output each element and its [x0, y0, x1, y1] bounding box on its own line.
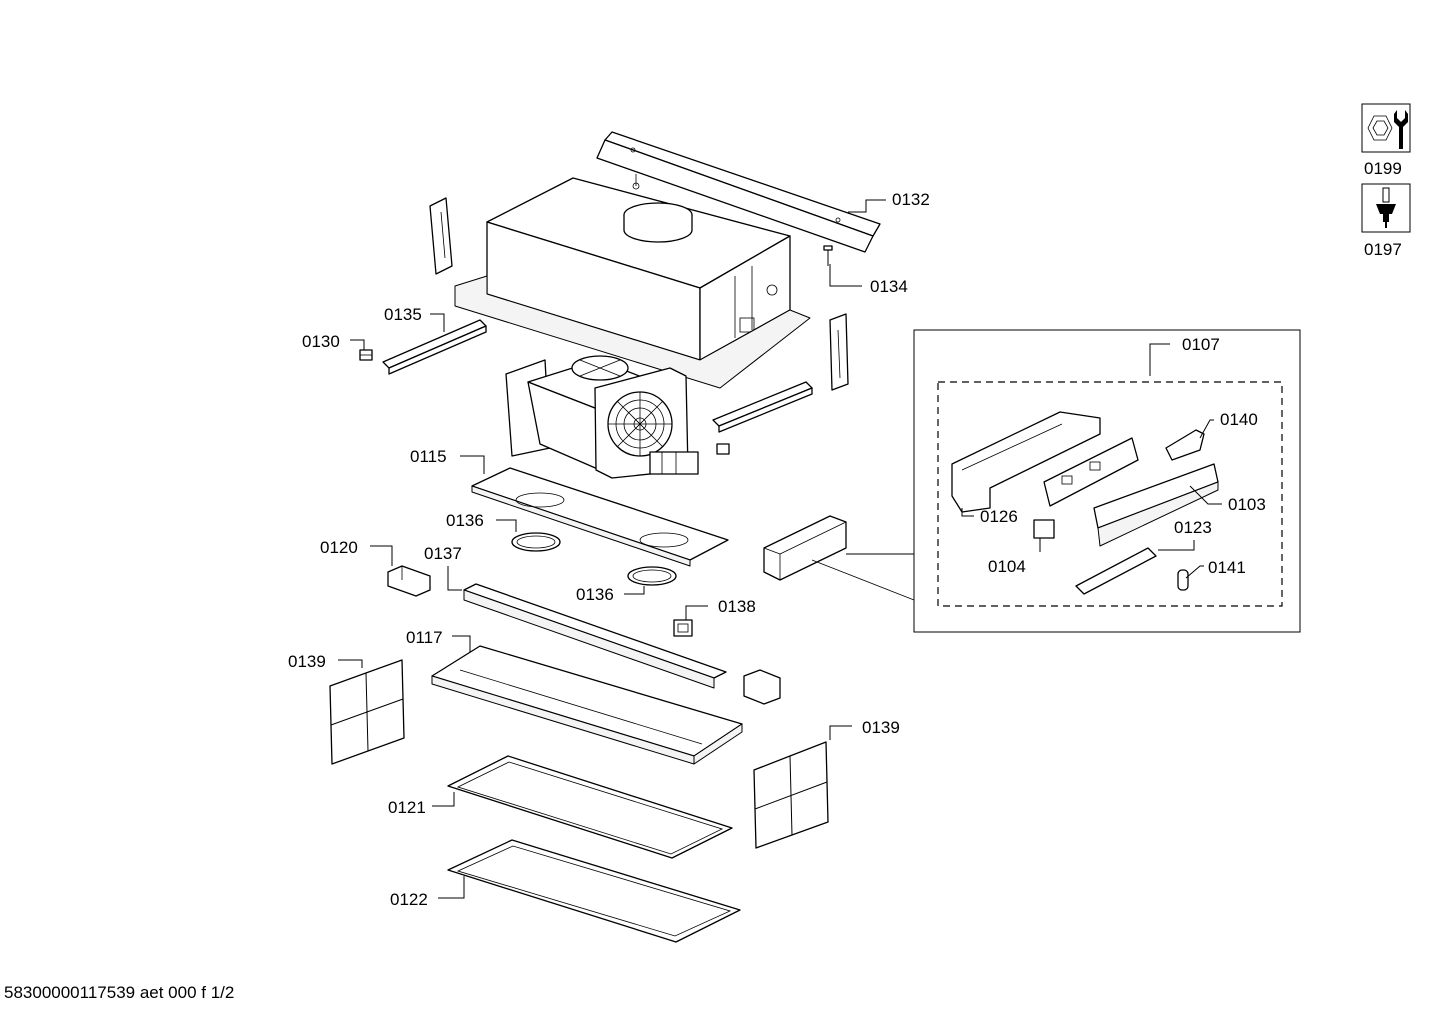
tool-0199: 0199	[1361, 103, 1411, 178]
callout-0117: 0117	[406, 628, 443, 647]
part-0120-clip	[387, 565, 431, 597]
callout-0121: 0121	[388, 798, 426, 817]
detail-box-0107	[811, 329, 1301, 633]
leader-lines	[338, 199, 1222, 899]
part-0115-plate	[471, 467, 729, 567]
callout-0136-b: 0136	[576, 585, 614, 604]
callout-0115: 0115	[410, 447, 447, 466]
callout-0138: 0138	[718, 597, 756, 616]
part-end-cap	[743, 669, 781, 705]
callout-0132: 0132	[892, 190, 930, 209]
callout-0134: 0134	[870, 277, 908, 296]
wrench-nut-icon	[1361, 103, 1411, 153]
part-0107-control-module	[763, 515, 847, 581]
callout-0139-a: 0139	[288, 652, 326, 671]
callout-0136-a: 0136	[446, 511, 484, 530]
callout-0126: 0126	[980, 507, 1018, 526]
tool-0197: 0197	[1361, 183, 1411, 259]
part-0136-gasket-b	[627, 566, 677, 586]
callout-0123: 0123	[1174, 518, 1212, 537]
part-right-bracket	[829, 313, 849, 391]
part-0122-grease-filter	[447, 839, 741, 943]
callout-0107: 0107	[1182, 335, 1220, 354]
callout-0137: 0137	[424, 544, 462, 563]
part-housing	[454, 174, 811, 389]
tool-label-0199: 0199	[1364, 159, 1402, 178]
callout-0103: 0103	[1228, 495, 1266, 514]
part-0121-grease-filter	[447, 755, 733, 859]
callout-0120: 0120	[320, 538, 358, 557]
callout-0122: 0122	[390, 890, 428, 909]
part-0117-panel	[431, 645, 743, 765]
part-0137-bar	[463, 583, 727, 689]
part-0135-rail	[382, 319, 487, 375]
callout-0140: 0140	[1220, 410, 1258, 429]
part-0130-clip	[359, 349, 373, 361]
part-0136-gasket-a	[511, 532, 561, 552]
part-0134-screw	[823, 245, 833, 266]
part-0138-switch	[673, 619, 693, 637]
screwdriver-icon	[1361, 183, 1411, 233]
part-left-bracket	[429, 197, 453, 275]
callout-0141: 0141	[1208, 558, 1246, 577]
part-0139-filter-right	[753, 741, 829, 849]
part-0132-rear-rail	[596, 131, 881, 253]
part-0139-filter-left	[329, 659, 405, 765]
part-fan-motor	[505, 355, 699, 479]
callout-0139-b: 0139	[862, 718, 900, 737]
callout-0130: 0130	[302, 332, 340, 351]
tool-label-0197: 0197	[1364, 240, 1402, 259]
document-id: 58300000117539 aet 000 f 1/2	[4, 983, 234, 1002]
callout-labels: 0132 0134 0135 0130 0107 0140 0115 0126 …	[288, 190, 1266, 909]
part-rail-right	[712, 381, 813, 455]
callout-0104: 0104	[988, 557, 1026, 576]
callout-0135: 0135	[384, 305, 422, 324]
